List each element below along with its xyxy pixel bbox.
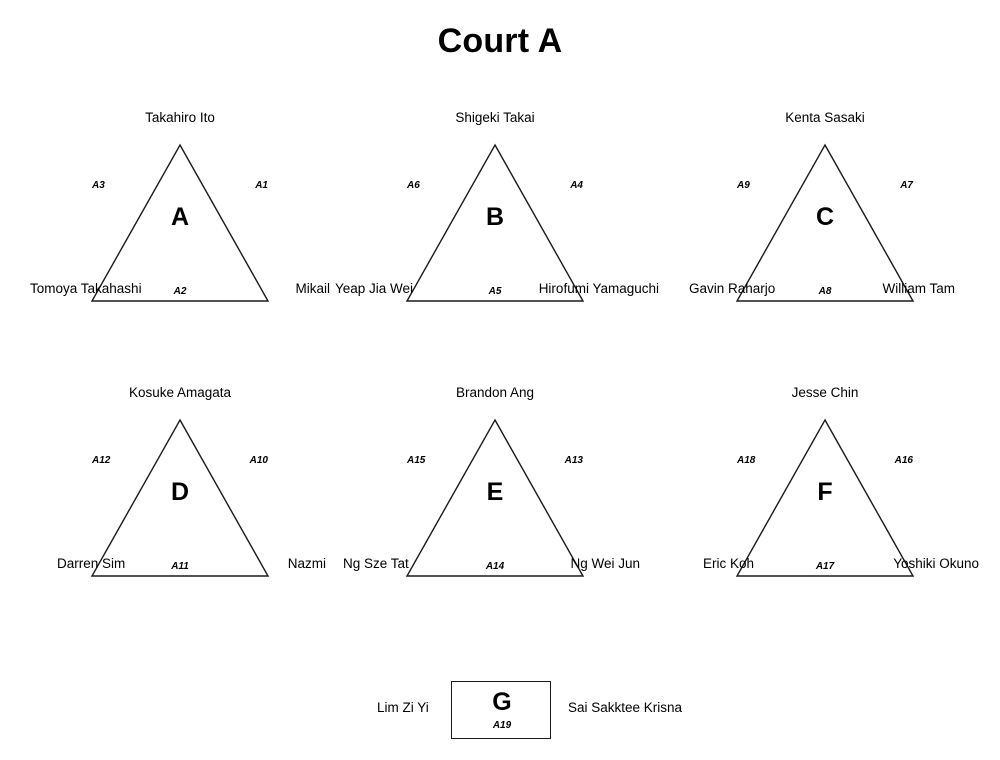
group-f-edge-bottom-label: A17 bbox=[815, 561, 835, 572]
group-f-bottom-left-name: Eric Koh bbox=[703, 556, 755, 571]
group-f-edge-right-label: A16 bbox=[894, 455, 913, 466]
group-a-bottom-row: Tomoya Takahashi Mikail bbox=[30, 280, 330, 300]
group-a-letter: A bbox=[170, 203, 190, 231]
group-b-letter: B bbox=[485, 203, 505, 231]
group-g[interactable]: Lim Zi Yi G A19 Sai Sakktee Krisna bbox=[330, 672, 682, 752]
group-c-bottom-right-name: William Tam bbox=[882, 281, 955, 296]
group-g-letter: G bbox=[492, 688, 512, 716]
group-b-edge-bottom-label: A5 bbox=[488, 286, 502, 297]
group-c-bottom-left-name: Gavin Raharjo bbox=[689, 281, 776, 296]
group-d-bottom-row: Darren Sim Nazmi bbox=[30, 555, 330, 575]
group-d-edge-right-label: A10 bbox=[249, 455, 268, 466]
group-b-bottom-row: Yeap Jia Wei Hirofumi Yamaguchi bbox=[335, 280, 659, 300]
group-c-top-name: Kenta Sasaki bbox=[785, 110, 865, 125]
group-f-bottom-row: Eric Koh Yoshiki Okuno bbox=[675, 555, 979, 575]
group-d-triangle bbox=[90, 418, 270, 578]
group-e-letter: E bbox=[486, 478, 504, 506]
group-a-edge-right-label: A1 bbox=[255, 180, 268, 191]
group-d-bottom-left-name: Darren Sim bbox=[57, 556, 126, 571]
group-g-right-name: Sai Sakktee Krisna bbox=[568, 700, 683, 715]
group-a-top-name: Takahiro Ito bbox=[145, 110, 215, 125]
group-b-bottom-right-name: Hirofumi Yamaguchi bbox=[538, 281, 659, 296]
group-d-edge-bottom-label: A11 bbox=[171, 561, 189, 572]
group-a-edge-bottom-label: A2 bbox=[173, 286, 187, 297]
group-a-edge-left-label: A3 bbox=[92, 180, 105, 191]
group-b-bottom-left-name: Yeap Jia Wei bbox=[335, 281, 414, 296]
group-e-bottom-row: Ng Sze Tat Ng Wei Jun bbox=[343, 555, 645, 575]
group-b[interactable]: Shigeki Takai B A6 A4 A5 Yeap Jia Wei Hi… bbox=[335, 110, 659, 350]
group-e-top-name: Brandon Ang bbox=[455, 385, 535, 400]
group-c-triangle bbox=[735, 143, 915, 303]
group-e-edge-right-label: A13 bbox=[564, 455, 583, 466]
group-f-letter: F bbox=[817, 478, 833, 506]
group-c-edge-left-label: A9 bbox=[737, 180, 750, 191]
group-d[interactable]: Kosuke Amagata D A12 A10 A11 Darren Sim … bbox=[30, 385, 330, 625]
group-g-box: G A19 bbox=[451, 681, 551, 739]
group-g-edge-label: A19 bbox=[492, 720, 512, 731]
group-d-edge-left-label: A12 bbox=[92, 455, 111, 466]
group-a-triangle bbox=[90, 143, 270, 303]
group-b-triangle bbox=[405, 143, 585, 303]
group-d-bottom-right-name: Nazmi bbox=[287, 556, 326, 571]
group-e-triangle bbox=[405, 418, 585, 578]
group-f-bottom-right-name: Yoshiki Okuno bbox=[893, 556, 979, 571]
group-d-top-name: Kosuke Amagata bbox=[128, 385, 232, 400]
group-e-edge-bottom-label: A14 bbox=[485, 561, 505, 572]
group-b-top-name: Shigeki Takai bbox=[455, 110, 535, 125]
group-e-edge-left-label: A15 bbox=[407, 455, 426, 466]
group-c-edge-bottom-label: A8 bbox=[818, 286, 832, 297]
group-e-bottom-left-name: Ng Sze Tat bbox=[343, 556, 409, 571]
group-b-edge-right-label: A4 bbox=[570, 180, 583, 191]
group-c-letter: C bbox=[815, 203, 835, 231]
group-c-bottom-row: Gavin Raharjo William Tam bbox=[675, 280, 975, 300]
group-c-edge-right-label: A7 bbox=[900, 180, 913, 191]
group-a[interactable]: Takahiro Ito A A3 A1 A2 Tomoya Takahashi… bbox=[30, 110, 330, 350]
group-a-bottom-left-name: Tomoya Takahashi bbox=[30, 281, 142, 296]
group-f-triangle bbox=[735, 418, 915, 578]
group-e[interactable]: Brandon Ang E A15 A13 A14 Ng Sze Tat Ng … bbox=[343, 385, 645, 625]
group-b-edge-left-label: A6 bbox=[407, 180, 420, 191]
group-g-left-name: Lim Zi Yi bbox=[377, 700, 429, 715]
group-c[interactable]: Kenta Sasaki C A9 A7 A8 Gavin Raharjo Wi… bbox=[675, 110, 975, 350]
group-f-edge-left-label: A18 bbox=[737, 455, 756, 466]
page-title: Court A bbox=[437, 22, 563, 60]
group-a-bottom-right-name: Mikail bbox=[295, 281, 330, 296]
group-f[interactable]: Jesse Chin F A18 A16 A17 Eric Koh Yoshik… bbox=[675, 385, 979, 625]
group-d-letter: D bbox=[170, 478, 190, 506]
group-f-top-name: Jesse Chin bbox=[791, 385, 859, 400]
group-e-bottom-right-name: Ng Wei Jun bbox=[570, 556, 640, 571]
